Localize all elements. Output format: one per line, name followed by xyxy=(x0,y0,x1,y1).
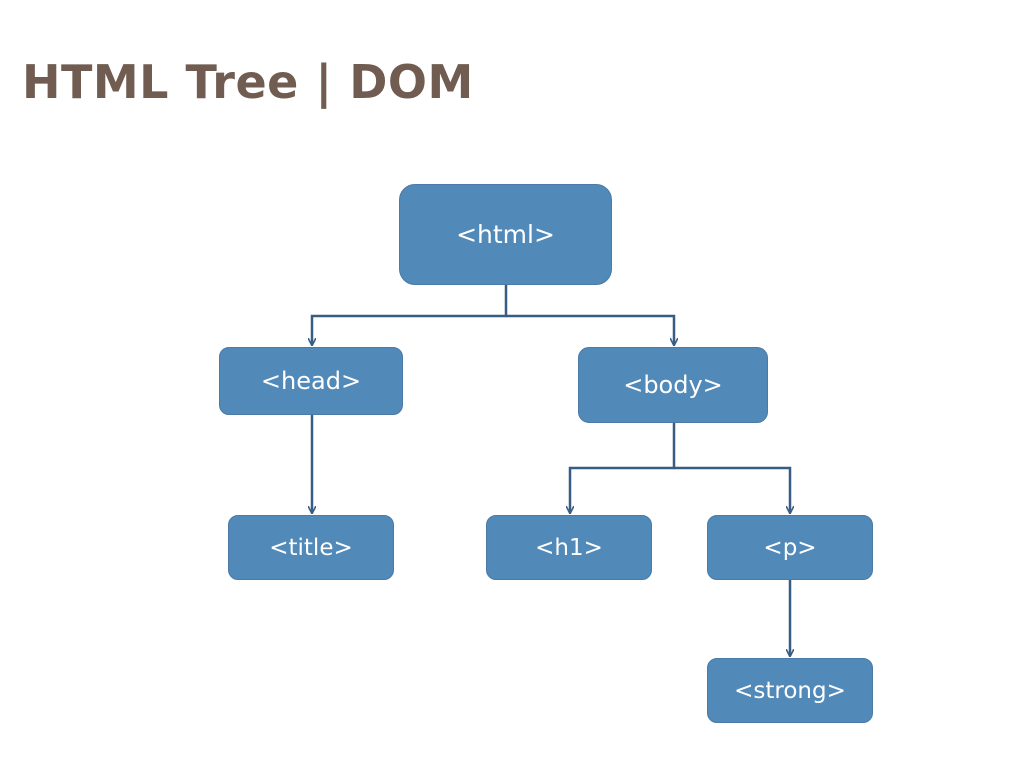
node-strong-label: <strong> xyxy=(734,677,846,704)
node-strong: <strong> xyxy=(707,658,873,723)
node-html-label: <html> xyxy=(456,220,555,249)
node-body-label: <body> xyxy=(623,371,723,399)
edge-html-to-body xyxy=(506,314,674,345)
node-p: <p> xyxy=(707,515,873,580)
edge-html-to-head xyxy=(312,285,508,345)
node-body: <body> xyxy=(578,347,768,423)
edge-body-to-h1 xyxy=(570,423,676,513)
node-head-label: <head> xyxy=(260,367,362,395)
node-title-label: <title> xyxy=(269,534,353,561)
node-title: <title> xyxy=(228,515,394,580)
node-h1-label: <h1> xyxy=(535,534,603,561)
node-p-label: <p> xyxy=(763,534,817,561)
node-h1: <h1> xyxy=(486,515,652,580)
node-html: <html> xyxy=(399,184,612,285)
edge-body-to-p xyxy=(674,466,790,513)
node-head: <head> xyxy=(219,347,403,415)
slide-title: HTML Tree | DOM xyxy=(22,55,474,109)
